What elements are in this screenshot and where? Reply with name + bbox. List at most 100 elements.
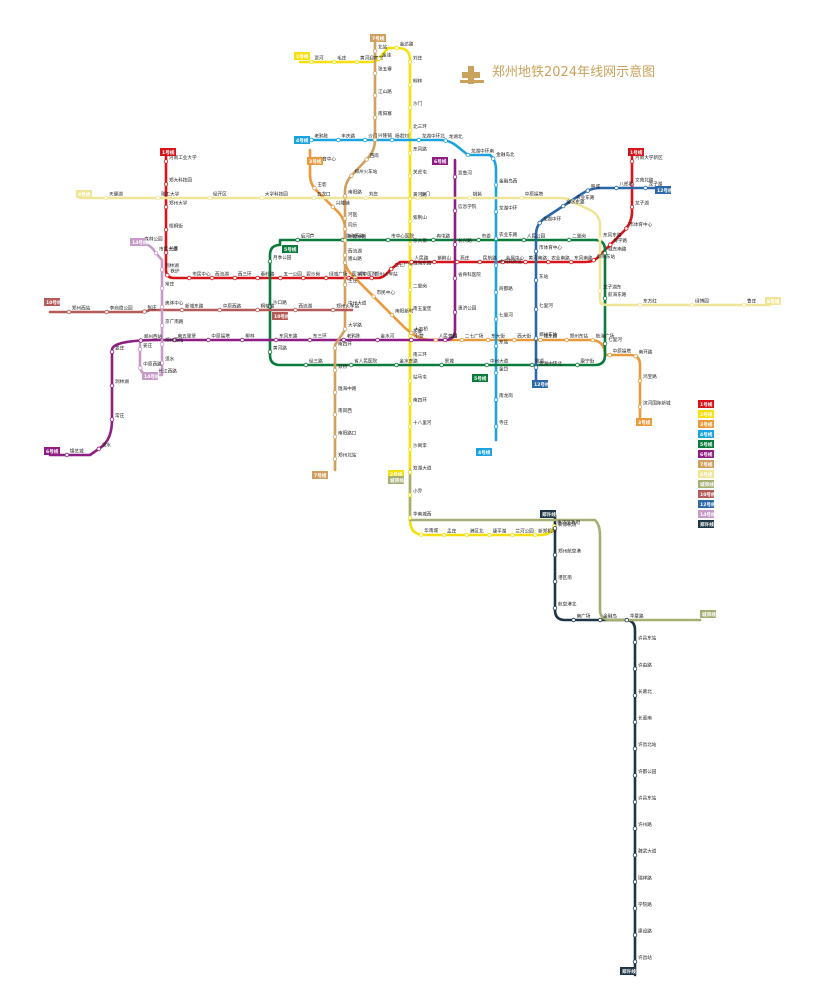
station-dot[interactable] <box>372 48 378 54</box>
station-dot[interactable] <box>493 182 499 188</box>
station-dot[interactable] <box>629 159 635 164</box>
station-dot[interactable] <box>493 263 499 268</box>
station-dot[interactable] <box>303 362 309 368</box>
station-dot[interactable] <box>452 310 458 315</box>
station-dot[interactable] <box>354 59 360 65</box>
station-dot[interactable] <box>342 304 348 310</box>
station-dot[interactable] <box>323 275 329 281</box>
station-dot[interactable] <box>493 424 499 429</box>
station-dot[interactable] <box>372 137 378 142</box>
station-dot[interactable] <box>206 337 211 343</box>
station-dot[interactable] <box>240 337 245 343</box>
station-dot[interactable] <box>533 336 539 341</box>
station-dot[interactable] <box>407 264 413 270</box>
station-dot[interactable] <box>552 526 558 531</box>
station-dot[interactable] <box>342 226 348 232</box>
station-dot[interactable] <box>342 326 348 332</box>
station-dot[interactable] <box>637 404 643 410</box>
station-dot[interactable] <box>493 397 499 402</box>
station-dot[interactable] <box>629 182 635 187</box>
line-badge[interactable]: 4号线 <box>294 136 310 144</box>
station-dot[interactable] <box>632 773 638 778</box>
station-dot[interactable] <box>741 302 747 308</box>
station-dot[interactable] <box>591 258 596 263</box>
station-dot[interactable] <box>163 182 169 187</box>
station-dot[interactable] <box>493 370 499 376</box>
station-dot[interactable] <box>407 378 413 384</box>
station-dot[interactable] <box>585 188 590 193</box>
station-dot[interactable] <box>564 337 569 343</box>
station-dot[interactable] <box>217 307 222 313</box>
line-badge[interactable]: 城郊线 <box>700 610 716 618</box>
station-dot[interactable] <box>372 115 378 120</box>
station-dot[interactable] <box>375 337 380 343</box>
station-dot[interactable] <box>452 276 458 281</box>
station-dot[interactable] <box>159 342 165 347</box>
station-dot[interactable] <box>409 337 414 343</box>
station-dot[interactable] <box>597 617 603 623</box>
station-dot[interactable] <box>155 195 161 201</box>
station-dot[interactable] <box>632 746 638 751</box>
station-dot[interactable] <box>575 362 580 368</box>
station-dot[interactable] <box>295 237 300 243</box>
station-dot[interactable] <box>546 259 551 265</box>
station-dot[interactable] <box>415 195 421 201</box>
line-badge[interactable]: 郑许线 <box>620 967 636 975</box>
station-dot[interactable] <box>570 199 576 204</box>
line-badge[interactable]: 14号线 <box>142 372 160 380</box>
station-dot[interactable] <box>407 105 413 110</box>
station-dot[interactable] <box>104 309 109 315</box>
station-dot[interactable] <box>332 434 338 439</box>
station-dot[interactable] <box>278 275 283 281</box>
station-dot[interactable] <box>267 349 273 355</box>
station-dot[interactable] <box>159 286 165 291</box>
station-dot[interactable] <box>309 59 314 65</box>
station-dot[interactable] <box>643 185 648 191</box>
station-dot[interactable] <box>332 412 338 417</box>
station-dot[interactable] <box>597 236 603 241</box>
line-badge[interactable]: 7号线 <box>370 34 386 42</box>
station-dot[interactable] <box>538 337 543 343</box>
station-dot[interactable] <box>138 338 143 343</box>
station-dot[interactable] <box>293 307 298 313</box>
station-dot[interactable] <box>443 138 448 143</box>
line-badge[interactable]: 1号线 <box>160 148 176 156</box>
station-dot[interactable] <box>407 424 413 429</box>
station-dot[interactable] <box>533 307 539 312</box>
station-dot[interactable] <box>342 282 348 287</box>
station-dot[interactable] <box>493 290 499 295</box>
station-dot[interactable] <box>568 259 574 265</box>
station-dot[interactable] <box>332 390 338 395</box>
line-badge[interactable]: 14号线 <box>130 238 148 246</box>
station-dot[interactable] <box>408 330 414 336</box>
line-badge[interactable]: 12号线 <box>532 380 550 388</box>
station-dot[interactable] <box>632 959 638 964</box>
station-dot[interactable] <box>432 259 437 265</box>
station-dot[interactable] <box>416 137 422 143</box>
station-dot[interactable] <box>552 579 558 584</box>
station-dot[interactable] <box>331 59 337 65</box>
station-dot[interactable] <box>407 59 413 65</box>
line-badge[interactable]: 6号线 <box>432 157 448 165</box>
station-dot[interactable] <box>521 237 527 243</box>
station-dot[interactable] <box>159 323 165 328</box>
station-dot[interactable] <box>267 259 273 264</box>
station-dot[interactable] <box>633 353 638 359</box>
station-dot[interactable] <box>137 347 143 352</box>
station-dot[interactable] <box>464 532 469 538</box>
station-dot[interactable] <box>493 209 499 214</box>
station-dot[interactable] <box>267 304 273 309</box>
station-dot[interactable] <box>467 195 472 201</box>
station-dot[interactable] <box>163 159 169 164</box>
line-badge[interactable]: 郑许线 <box>540 510 556 518</box>
station-dot[interactable] <box>571 617 576 623</box>
line-badge[interactable]: 2号线 <box>388 470 404 478</box>
station-dot[interactable] <box>371 294 376 299</box>
station-dot[interactable] <box>64 452 70 458</box>
station-dot[interactable] <box>407 310 413 315</box>
station-dot[interactable] <box>632 666 638 672</box>
station-dot[interactable] <box>637 302 643 308</box>
station-dot[interactable] <box>301 275 306 281</box>
station-dot[interactable] <box>341 337 346 343</box>
station-dot[interactable] <box>407 196 413 201</box>
